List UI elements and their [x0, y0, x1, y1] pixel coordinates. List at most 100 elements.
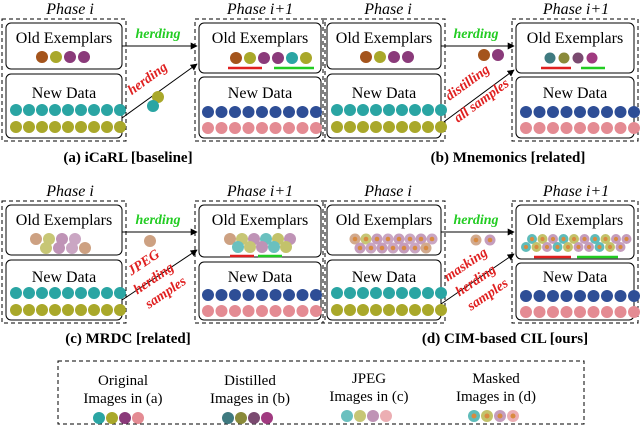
legend-distilled-1: Distilled	[224, 373, 276, 389]
panel-b: Phase i Phase i+1 Old Exemplars New Data…	[322, 1, 639, 166]
new-data-dot	[344, 104, 356, 116]
herding-label-a2: herding	[125, 60, 170, 99]
masked-exemplar-dot-mask	[565, 244, 571, 250]
old-exemplar-dot	[50, 51, 62, 63]
new-data-dot	[49, 287, 61, 299]
new-data-dot	[310, 305, 322, 317]
masked-exemplar-dot-mask	[540, 236, 545, 242]
legend-original-dot	[119, 412, 131, 424]
masked-old-dot-mask	[412, 245, 418, 251]
phase-i-box-c	[1, 200, 127, 324]
new-data-dot	[601, 306, 613, 318]
new-data-dot	[628, 306, 640, 318]
new-data-dot	[62, 121, 74, 133]
new-data-dot	[370, 121, 382, 133]
phase-i1-box-d	[511, 200, 639, 324]
new-data-dot	[383, 104, 395, 116]
new-data-dot	[10, 287, 22, 299]
new-data-dot	[628, 106, 640, 118]
old-exemplars-label-a: Old Exemplars	[16, 30, 112, 47]
new-data-dot	[601, 106, 613, 118]
masked-exemplar-dot-mask	[582, 236, 587, 242]
new-data-dot	[520, 290, 532, 302]
new-data-dot	[435, 104, 447, 116]
masked-old-dot-mask	[379, 245, 385, 251]
masked-exemplar-dot-mask	[550, 236, 556, 242]
phase-i-label-d: Phase i	[363, 183, 412, 200]
panel-d: Phase i Phase i+1 Old Exemplars New Data…	[322, 183, 639, 347]
herding-label-b: herding	[453, 27, 498, 42]
masked-old-dot-mask	[385, 236, 391, 242]
new-data-dot	[88, 287, 100, 299]
new-data-dot	[422, 121, 434, 133]
new-data-dot	[396, 287, 408, 299]
new-data-dot	[520, 106, 532, 118]
herded-masked-dot-mask	[487, 237, 493, 243]
new-data-dot	[23, 304, 35, 316]
new-data-dot	[49, 304, 61, 316]
jpeg-old-dot	[66, 242, 78, 254]
new-data-dot	[422, 304, 434, 316]
distilled-dot	[558, 52, 570, 64]
new-data-dot	[560, 106, 573, 118]
old-exemplars-label-d-next: Old Exemplars	[527, 212, 623, 229]
new-data-dot	[256, 289, 268, 301]
phase-i1-label-c: Phase i+1	[226, 183, 293, 200]
new-data-dot	[88, 304, 100, 316]
new-data-dot	[310, 122, 322, 134]
new-data-label-d: New Data	[352, 269, 416, 286]
caption-d: (d) CIM-based CIL [ours]	[422, 331, 588, 347]
new-data-dot	[10, 304, 22, 316]
panel-c: Phase i Phase i+1 Old Exemplars New Data…	[1, 183, 326, 347]
masked-old-dot-mask	[352, 236, 358, 242]
legend-original-2: Images in (a)	[83, 391, 162, 407]
masked-old-dot-mask	[401, 245, 407, 251]
new-data-dot	[547, 306, 559, 318]
masked-exemplar-dot-mask	[571, 236, 577, 242]
new-data-dot	[215, 289, 228, 301]
new-data-dot	[242, 305, 255, 317]
new-data-dot	[101, 104, 113, 116]
old-exemplars-box-a-next	[198, 22, 322, 74]
caption-c: (c) MRDC [related]	[65, 331, 191, 347]
masked-old-dot-mask	[429, 236, 435, 242]
old-exemplars-box-c	[5, 204, 123, 256]
new-data-dot	[422, 104, 434, 116]
new-data-dot	[88, 121, 100, 133]
new-data-dot	[23, 104, 35, 116]
legend-masked-dot-mask	[484, 413, 490, 419]
masked-exemplar-dot-mask	[586, 244, 592, 250]
distilled-dot	[544, 52, 556, 64]
new-data-dot	[614, 290, 627, 302]
new-exemplar-dot	[286, 52, 298, 64]
new-data-dot	[587, 106, 600, 118]
new-data-dot	[242, 122, 255, 134]
new-data-label-b: New Data	[352, 85, 416, 102]
new-data-dot	[409, 121, 421, 133]
herding-label-d: herding	[453, 213, 498, 228]
old-exemplar-dot	[244, 52, 256, 64]
herding-arrow-a2	[121, 63, 198, 119]
new-data-dot	[229, 289, 241, 301]
new-data-dot	[574, 106, 586, 118]
new-data-dot	[36, 121, 48, 133]
phase-i-box-a	[1, 18, 127, 142]
masked-exemplar-dot-mask	[613, 236, 619, 242]
old-exemplars-label-c: Old Exemplars	[16, 212, 112, 229]
new-data-dot	[75, 121, 87, 133]
herding-label-c: herding	[135, 213, 180, 228]
caption-b: (b) Mnemonics [related]	[431, 150, 586, 166]
legend-jpeg-2: Images in (c)	[329, 389, 408, 405]
new-data-dot	[357, 104, 369, 116]
new-data-dot	[560, 306, 573, 318]
masked-old-dot-mask	[374, 236, 380, 242]
new-data-dot	[574, 306, 586, 318]
new-data-dot	[422, 287, 434, 299]
masked-exemplar-dot-mask	[534, 244, 539, 250]
masked-old-dot-mask	[368, 245, 374, 251]
masked-old-dot-mask	[390, 245, 396, 251]
new-data-dot	[435, 121, 447, 133]
herded-new-dot	[152, 91, 164, 103]
legend-jpeg-1: JPEG	[352, 371, 386, 387]
jpeg-exemplar-dot	[244, 241, 256, 253]
